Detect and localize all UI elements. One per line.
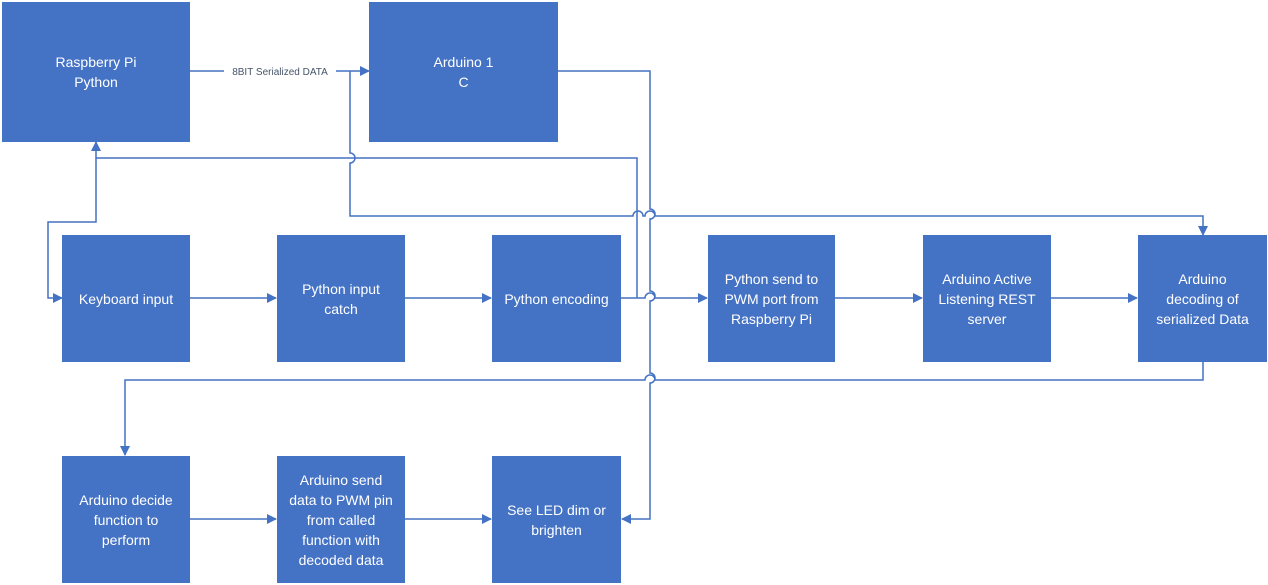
node-python-input-catch: Python input catch (277, 235, 405, 362)
node-label: Python send to PWM port from Raspberry P… (724, 270, 819, 327)
node-label: Keyboard input (78, 290, 174, 307)
node-arduino-listening: Arduino Active Listening REST server (923, 235, 1051, 362)
node-label: See LED dim or brighten (507, 501, 606, 538)
node-arduino-decide: Arduino decide function to perform (62, 456, 190, 583)
node-label: Python encoding (504, 290, 609, 307)
edge-label-bg (224, 64, 336, 78)
edge-encoding-to-send (621, 292, 708, 303)
edge-rpi-to-keyboard (47, 158, 97, 303)
node-label: Arduino decoding of serialized Data (1156, 270, 1249, 327)
node-label: Raspberry Pi Python (55, 54, 137, 90)
edge-encoding-to-rpi (91, 141, 638, 298)
node-led: See LED dim or brighten (492, 456, 621, 583)
node-python-encoding: Python encoding (492, 235, 621, 362)
node-label: Arduino Active Listening REST server (938, 270, 1036, 327)
node-label: Arduino send data to PWM pin from called… (289, 471, 393, 568)
node-label: Arduino decide function to perform (79, 491, 173, 548)
node-label: Arduino 1 C (433, 54, 494, 90)
edge-label-serial: 8BIT Serialized DATA (232, 67, 328, 78)
node-raspberry-pi: Raspberry Pi Python (2, 2, 190, 142)
node-arduino-decoding: Arduino decoding of serialized Data (1138, 235, 1267, 362)
node-keyboard-input: Keyboard input (62, 235, 190, 362)
node-label: Python input catch (302, 280, 380, 317)
edge-decoding-to-decide (120, 362, 1204, 456)
node-python-send: Python send to PWM port from Raspberry P… (708, 235, 835, 362)
node-arduino-1: Arduino 1 C (369, 2, 558, 142)
node-arduino-send: Arduino send data to PWM pin from called… (277, 456, 405, 583)
